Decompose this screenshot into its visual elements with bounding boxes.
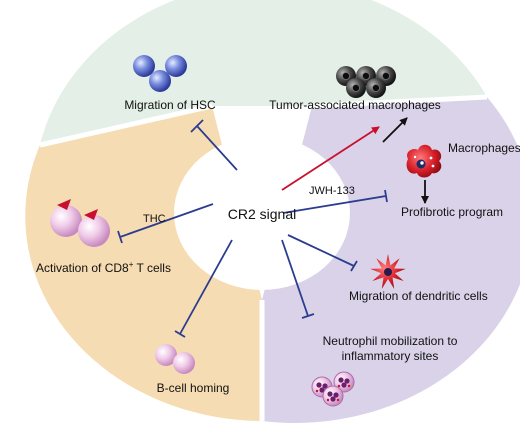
- connector-hsc-inhibit: [190, 119, 238, 171]
- divider-top-right: [311, 94, 488, 109]
- connector-neutrophil-inhibit: [281, 239, 315, 319]
- connector-bcell-inhibit: [174, 239, 233, 338]
- label-macrophages: Macrophages: [448, 141, 520, 155]
- connector-profibrotic-inhibit: [282, 189, 388, 214]
- label-dendritic-migration: Migration of dendritic cells: [349, 289, 488, 303]
- center-label: CR2 signal: [228, 206, 296, 222]
- hsc-cells-icon: [133, 55, 187, 92]
- label-tam: Tumor-associated macrophages: [269, 98, 441, 112]
- label-neutrophil-line2: inflammatory sites: [342, 349, 439, 363]
- arrow-macrophage-to-tam: [382, 117, 408, 143]
- cd8-t-cells-icon: [50, 199, 110, 247]
- b-cells-icon: [155, 344, 195, 374]
- label-jwh133: JWH-133: [309, 185, 355, 197]
- neutrophil-cells-icon: [311, 371, 355, 407]
- label-bcell-homing: B-cell homing: [157, 381, 230, 395]
- label-profibrotic: Profibrotic program: [401, 205, 503, 219]
- connector-cd8-inhibit: [117, 203, 214, 244]
- dendritic-cell-icon: [370, 254, 406, 289]
- connectors: [117, 117, 429, 338]
- label-hsc-migration: Migration of HSC: [124, 98, 216, 112]
- label-neutrophil-line1: Neutrophil mobilization to: [323, 334, 458, 348]
- connector-dendritic-inhibit: [287, 234, 358, 272]
- label-thc: THC: [143, 213, 166, 225]
- sector-top: [40, 0, 487, 145]
- label-cd8-activation: Activation of CD8+ T cells: [36, 260, 171, 275]
- tumor-macrophage-cells-icon: [336, 66, 396, 98]
- connector-tam-activate: [281, 126, 380, 191]
- divider-top-left: [39, 103, 213, 148]
- macrophage-cell-icon: [406, 144, 442, 178]
